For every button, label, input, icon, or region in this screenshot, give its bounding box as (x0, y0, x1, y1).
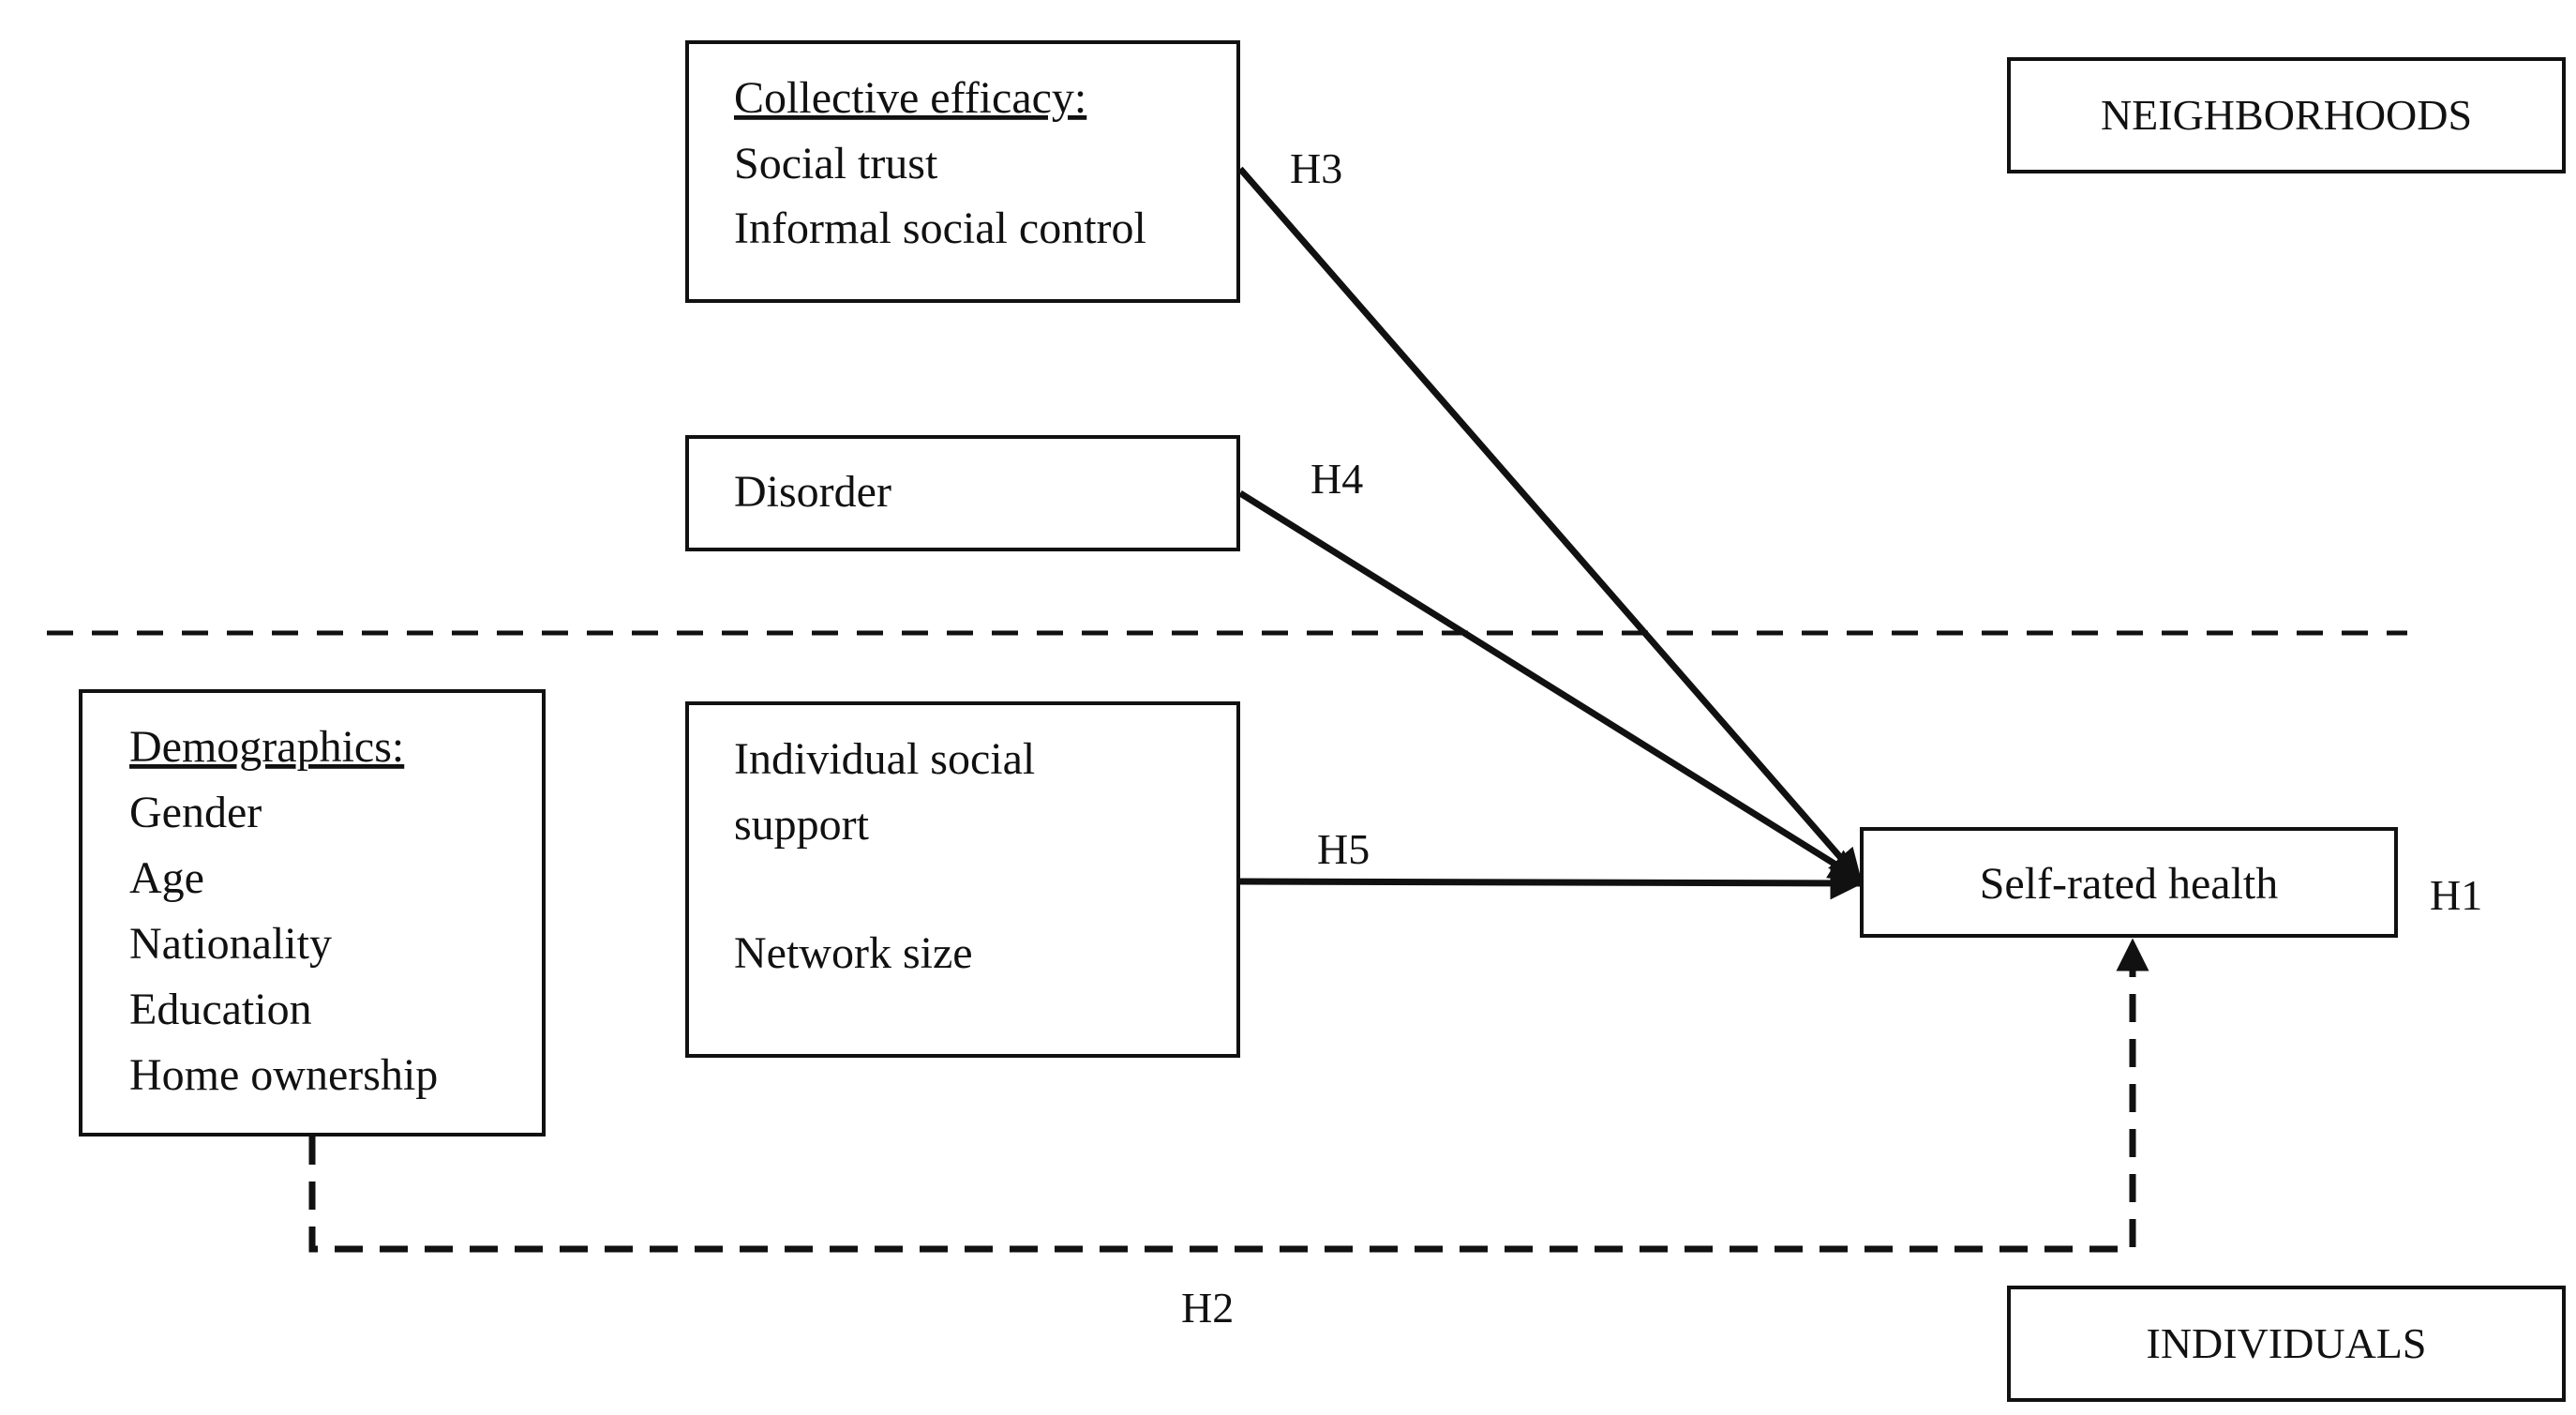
demographics-item-gender: Gender (129, 788, 262, 837)
collective-efficacy-box: Collective efficacy: Social trust Inform… (685, 40, 1240, 303)
self-rated-health-label: Self-rated health (1980, 859, 2279, 909)
collective-efficacy-item-social-trust: Social trust (734, 139, 938, 188)
self-rated-health-box: Self-rated health (1860, 827, 2398, 938)
individuals-level-box: INDIVIDUALS (2007, 1286, 2566, 1402)
hypothesis-h3-label: H3 (1290, 144, 1342, 192)
h3-arrow (1237, 166, 1863, 882)
hypothesis-h1-label: H1 (2430, 871, 2482, 919)
h2-dashed-arrow (308, 938, 2149, 1253)
h4-arrow (1238, 490, 1863, 882)
neighborhoods-level-label: NEIGHBORHOODS (2101, 91, 2472, 139)
individual-support-box: Individual social support Network size (685, 701, 1240, 1058)
demographics-item-home-ownership: Home ownership (129, 1050, 438, 1100)
hypothesis-h4-label: H4 (1310, 455, 1363, 503)
individuals-level-label: INDIVIDUALS (2147, 1319, 2427, 1367)
collective-efficacy-heading: Collective efficacy: (734, 73, 1086, 123)
individual-support-line-2: support (734, 800, 870, 850)
hypothesis-h2-label: H2 (1181, 1284, 1234, 1332)
demographics-heading: Demographics: (129, 722, 404, 772)
individual-support-line-1: Individual social (734, 734, 1035, 784)
demographics-box: Demographics: Gender Age Nationality Edu… (79, 689, 546, 1137)
h5-arrow (1239, 866, 1864, 900)
disorder-label: Disorder (734, 467, 891, 517)
disorder-box: Disorder (685, 435, 1240, 551)
demographics-item-age: Age (129, 853, 204, 903)
collective-efficacy-item-informal-control: Informal social control (734, 203, 1146, 253)
demographics-item-education: Education (129, 985, 312, 1034)
hypothesis-h5-label: H5 (1317, 825, 1370, 873)
neighborhoods-level-box: NEIGHBORHOODS (2007, 57, 2566, 173)
network-size-label: Network size (734, 928, 973, 978)
demographics-item-nationality: Nationality (129, 919, 332, 969)
